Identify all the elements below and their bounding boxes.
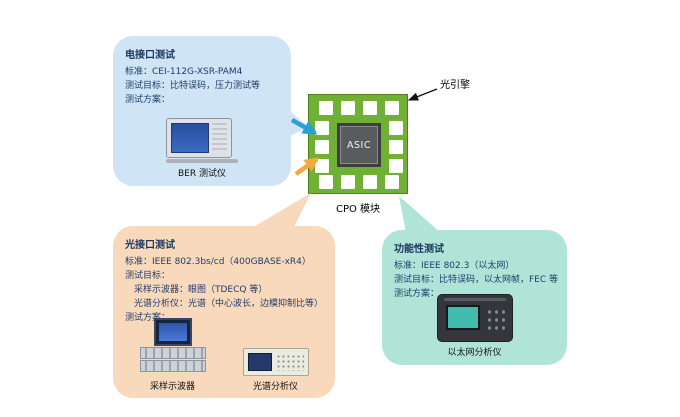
scope-unit-bottom bbox=[139, 360, 206, 372]
electrical-test-title: 电接口测试 bbox=[125, 50, 175, 61]
spectrum-analyzer-illustration bbox=[242, 348, 309, 376]
ber-tester-caption: BER 测试仪 bbox=[178, 169, 226, 179]
functional-solution-line: 测试方案： bbox=[394, 289, 440, 299]
ethernet-analyzer-illustration bbox=[436, 294, 513, 342]
optical-solution-line: 测试方案： bbox=[125, 313, 171, 323]
ethernet-analyzer-screen bbox=[445, 305, 480, 330]
electrical-solution-line: 测试方案： bbox=[125, 95, 171, 105]
ber-tester-illustration bbox=[166, 118, 238, 163]
optical-engine-pad bbox=[389, 121, 403, 135]
ethernet-analyzer-handle bbox=[443, 298, 506, 301]
optical-target-line: 测试目标： bbox=[125, 271, 171, 281]
optical-engine-pad bbox=[315, 140, 329, 154]
sampling-scope-block: 采样示波器 bbox=[139, 318, 206, 392]
optical-engine-pad bbox=[389, 159, 403, 173]
optical-engine-pad bbox=[363, 175, 377, 189]
optical-engine-pad bbox=[389, 140, 403, 154]
optical-standard-line: 标准：IEEE 802.3bs/cd（400GBASE-xR4） bbox=[125, 257, 311, 267]
optical-engine-pad bbox=[319, 101, 333, 115]
scope-monitor bbox=[153, 318, 192, 346]
functional-test-title: 功能性测试 bbox=[394, 244, 444, 255]
engine-arrow bbox=[407, 88, 438, 101]
optical-engine-pad bbox=[385, 175, 399, 189]
optical-engine-pad bbox=[319, 175, 333, 189]
ber-tester-body bbox=[166, 118, 232, 158]
ethernet-analyzer-caption: 以太网分析仪 bbox=[447, 348, 502, 358]
spectrum-analyzer-screen bbox=[247, 353, 272, 371]
electrical-target-line: 测试目标：比特误码，压力测试等 bbox=[125, 81, 261, 91]
spectrum-analyzer-block: 光谱分析仪 bbox=[242, 348, 309, 392]
optical-engine-pad bbox=[315, 121, 329, 135]
sampling-scope-caption: 采样示波器 bbox=[149, 382, 195, 392]
cpo-chip: ASIC bbox=[308, 94, 408, 194]
ethernet-analyzer-keys bbox=[484, 307, 506, 331]
sampling-scope-illustration bbox=[139, 318, 206, 372]
ber-tester-screen bbox=[171, 123, 209, 153]
optical-test-bubble: 光接口测试 标准：IEEE 802.3bs/cd（400GBASE-xR4） 测… bbox=[113, 226, 335, 398]
functional-standard-line: 标准：IEEE 802.3（以太网） bbox=[394, 261, 515, 271]
spectrum-analyzer-keys bbox=[274, 353, 304, 371]
optical-engine-pad bbox=[315, 159, 329, 173]
cpo-module-label: CPO 模块 bbox=[335, 204, 381, 215]
optical-engine-pad bbox=[363, 101, 377, 115]
optical-engine-label: 光引擎 bbox=[440, 80, 470, 91]
scope-unit-top bbox=[139, 347, 206, 359]
ber-tester-block: BER 测试仪 bbox=[113, 118, 291, 179]
electrical-standard-line: 标准：CEI-112G-XSR-PAM4 bbox=[125, 67, 243, 77]
ber-tester-panel bbox=[212, 123, 227, 153]
optical-engine-pad bbox=[341, 101, 355, 115]
optical-engine-pad bbox=[341, 175, 355, 189]
functional-target-line: 测试目标：比特误码，以太网帧，FEC 等 bbox=[394, 275, 559, 285]
ber-tester-base bbox=[166, 159, 238, 163]
optical-osa-detail-line: 光谱分析仪：光谱（中心波长，边模抑制比等） bbox=[134, 299, 324, 309]
optical-scope-detail-line: 采样示波器：眼图（TDECQ 等） bbox=[134, 285, 268, 295]
asic-label: ASIC bbox=[347, 139, 371, 151]
electrical-test-bubble: 电接口测试 标准：CEI-112G-XSR-PAM4 测试目标：比特误码，压力测… bbox=[113, 36, 291, 186]
optical-bubble-tail bbox=[250, 193, 311, 229]
functional-test-bubble: 功能性测试 标准：IEEE 802.3（以太网） 测试目标：比特误码，以太网帧，… bbox=[382, 230, 567, 365]
ethernet-analyzer-block: 以太网分析仪 bbox=[382, 294, 567, 358]
optical-engine-pad bbox=[385, 101, 399, 115]
optical-instruments-row: 采样示波器 光谱分析仪 bbox=[121, 318, 327, 392]
optical-test-title: 光接口测试 bbox=[125, 240, 175, 251]
asic-die: ASIC bbox=[337, 123, 381, 167]
spectrum-analyzer-caption: 光谱分析仪 bbox=[252, 382, 298, 392]
